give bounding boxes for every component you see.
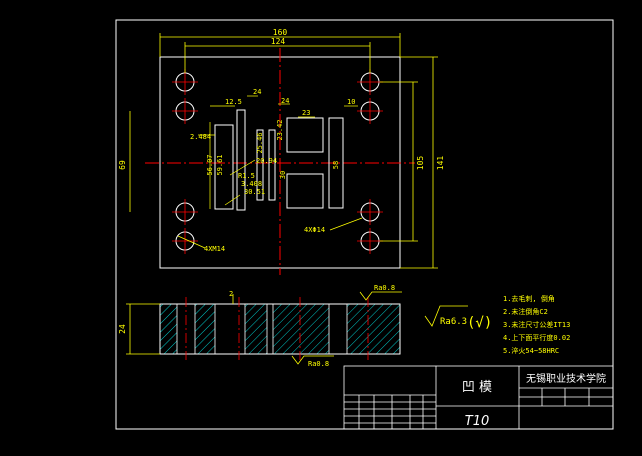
dim-24-b: 24: [281, 97, 289, 105]
callout-tapped-holes: 4XM14: [204, 245, 225, 253]
right-dimension-lines: [380, 56, 438, 269]
dim-30-51: 30.51: [244, 188, 265, 196]
note-5: 5.淬火54~58HRC: [503, 346, 559, 355]
dim-height-right-inner: 105: [416, 156, 425, 171]
roughness-top: Ra0.8: [374, 284, 395, 292]
dim-20-94: 20.94: [256, 157, 277, 165]
title-school: 无锡职业技术学院: [526, 372, 606, 385]
callout-leader-right: [329, 217, 363, 231]
dim-25-46: 25.46: [256, 132, 264, 153]
dim-10: 10: [347, 98, 355, 106]
dim-23-42: 23.42: [276, 119, 284, 140]
general-roughness-symbol: (√): [467, 315, 492, 331]
dim-56-07: 56.07: [206, 154, 214, 175]
title-drawing-code: T10: [465, 414, 489, 429]
dim-overall-width: 160: [273, 28, 288, 37]
dim-12-5: 12.5: [225, 98, 242, 106]
technical-notes: 1.去毛刺, 倒角 2.未注倒角C2 3.未注尺寸公差IT13 4.上下面平行度…: [503, 294, 570, 355]
title-block: [343, 365, 614, 430]
note-4: 4.上下面平行度0.02: [503, 333, 570, 342]
roughness-symbol-mark: [424, 305, 468, 327]
roughness-bottom: Ra0.8: [308, 360, 329, 368]
callout-leader-left: [177, 235, 206, 249]
dim-30: 30: [279, 171, 287, 179]
note-2: 2.未注倒角C2: [503, 307, 548, 316]
hole-centerlines: [172, 69, 383, 254]
general-roughness-value: Ra6.3: [440, 317, 467, 327]
note-1: 1.去毛刺, 倒角: [503, 294, 555, 303]
top-dimension-lines: [159, 33, 401, 73]
cavity-dimension-lines: [198, 95, 358, 209]
dim-23: 23: [302, 109, 310, 117]
dim-hole-spacing-x: 124: [271, 37, 286, 46]
section-view: 24 2 Ra0.8 Ra0.8: [118, 284, 402, 368]
sheet-border: [115, 19, 614, 430]
dim-24-a: 24: [253, 88, 261, 96]
section-dimension-lines: [126, 291, 402, 365]
dim-height-left: 69: [118, 160, 127, 170]
section-hatched-regions: [159, 303, 401, 355]
note-3: 3.未注尺寸公差IT13: [503, 320, 570, 329]
dim-59-61: 59.61: [216, 154, 224, 175]
dim-2-484: 2.484: [190, 133, 211, 141]
dim-r: R1.5: [238, 172, 255, 180]
callout-through-holes: 4XΦ14: [304, 226, 325, 234]
plan-view: 160 124 69 105 141 12.5 24 24 23: [118, 28, 445, 275]
dim-3-408: 3.408: [241, 180, 262, 188]
dim-58: 58: [332, 161, 340, 169]
die-cavities: [214, 109, 344, 211]
title-part-name: 凹 模: [462, 380, 492, 395]
section-centerlines: [185, 297, 369, 360]
dim-section-thickness: 24: [118, 324, 127, 334]
dim-height-right-outer: 141: [436, 156, 445, 171]
dim-section-depth: 2: [229, 290, 233, 298]
